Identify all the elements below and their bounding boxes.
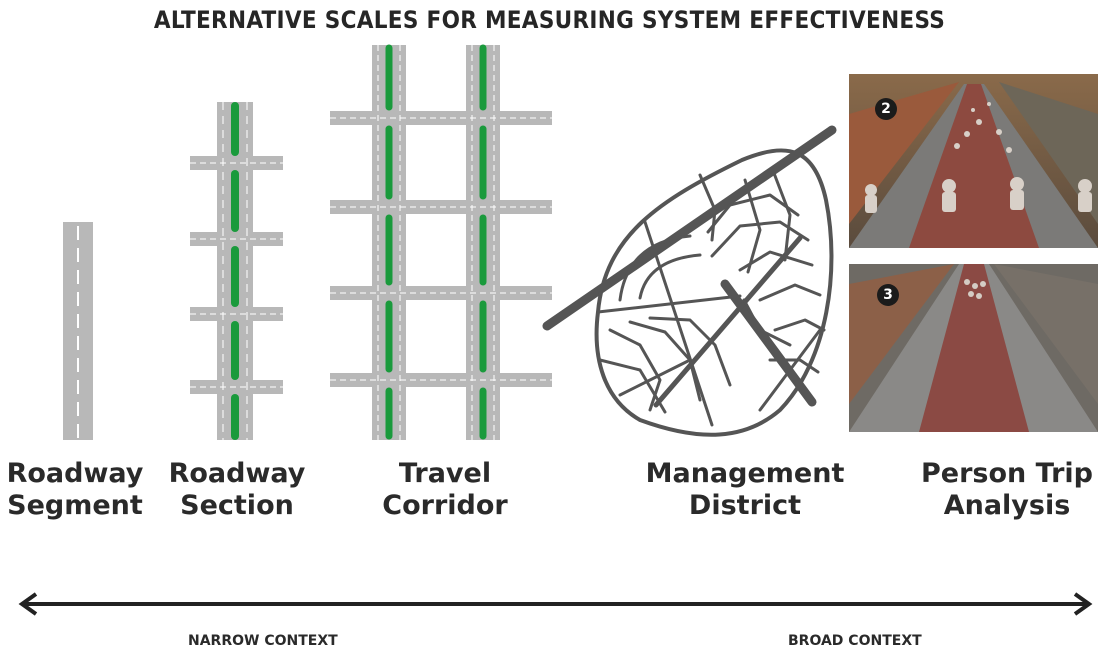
- scale-label-person-trip-analysis: Person Trip Analysis: [915, 458, 1099, 522]
- label-line: Analysis: [943, 490, 1071, 521]
- person-trip-photo-2: 3: [849, 264, 1098, 432]
- scale-label-travel-corridor: Travel Corridor: [370, 458, 520, 522]
- label-line: Roadway: [168, 458, 306, 489]
- label-line: Section: [180, 490, 294, 521]
- label-line: Travel: [398, 458, 492, 489]
- diagram-title: ALTERNATIVE SCALES FOR MEASURING SYSTEM …: [153, 6, 946, 34]
- broad-context-label: BROAD CONTEXT: [788, 633, 922, 649]
- scale-label-management-district: Management District: [640, 458, 850, 522]
- travel-corridor-illustration: [330, 44, 552, 440]
- photo-number-badge: 2: [875, 98, 897, 120]
- context-axis-arrow: [18, 592, 1093, 616]
- photo-number-badge: 3: [877, 284, 899, 306]
- management-district-map: [542, 125, 837, 437]
- label-line: Segment: [7, 490, 143, 521]
- label-line: District: [688, 490, 802, 521]
- label-line: Management: [645, 458, 845, 489]
- label-line: Roadway: [6, 458, 144, 489]
- person-trip-photo-1: 2: [849, 74, 1098, 248]
- label-line: Corridor: [382, 490, 508, 521]
- scale-label-roadway-segment: Roadway Segment: [0, 458, 150, 522]
- narrow-context-label: NARROW CONTEXT: [188, 633, 338, 649]
- trail-scene-2: [849, 264, 1098, 432]
- scale-label-roadway-section: Roadway Section: [162, 458, 312, 522]
- trail-scene-1: [849, 74, 1098, 248]
- roadway-section-illustration: [190, 102, 283, 440]
- label-line: Person Trip: [920, 458, 1093, 489]
- roadway-segment-illustration: [63, 222, 93, 440]
